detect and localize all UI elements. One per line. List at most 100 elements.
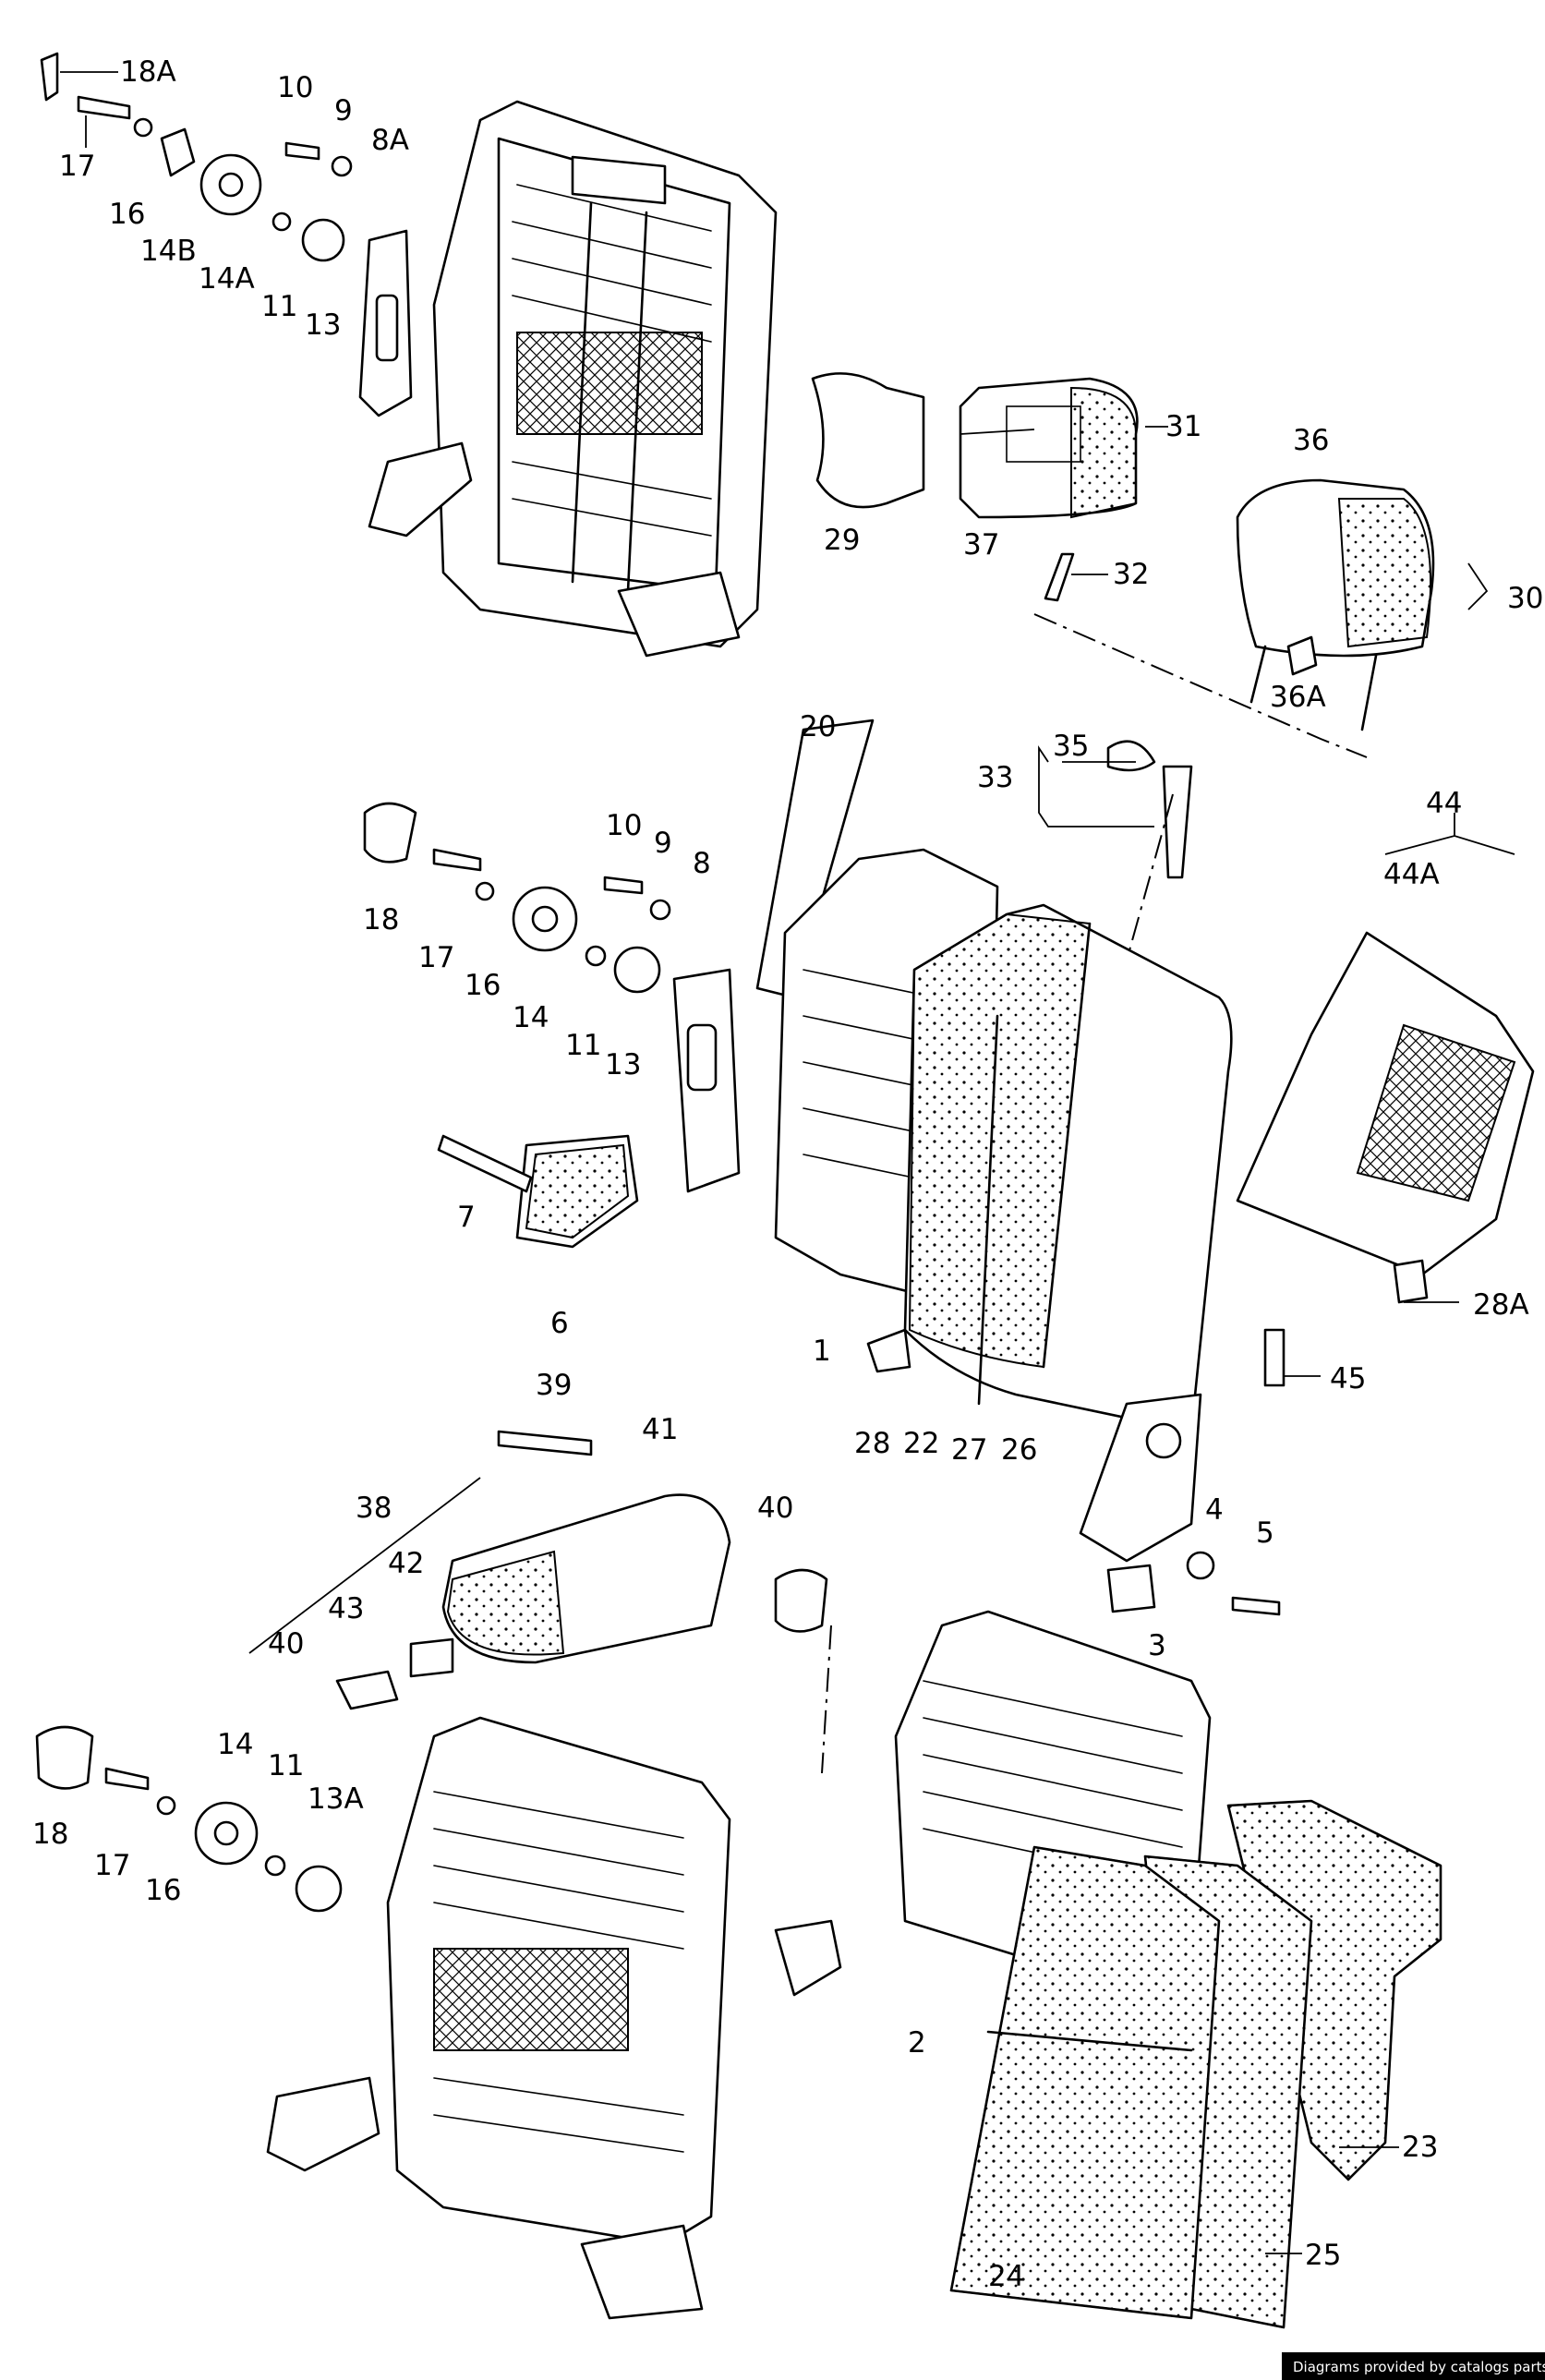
bushing-13-mid (613, 946, 661, 994)
bottom-left-frame (35, 1716, 731, 2320)
hinge-lower (1079, 1393, 1202, 1563)
guide-sleeve-33 (1162, 765, 1193, 879)
bolt-10-top (284, 141, 320, 161)
washer-11-bot (264, 1854, 286, 1877)
label-2: 2 (908, 2026, 926, 2060)
label-10-top: 10 (277, 71, 313, 104)
label-28a: 28A (1473, 1288, 1529, 1322)
bushing-13a (295, 1865, 343, 1913)
clip-28a (1393, 1259, 1429, 1304)
clip-36a (1286, 635, 1318, 676)
label-16-top: 16 (109, 198, 145, 231)
label-45: 45 (1330, 1362, 1366, 1395)
label-30: 30 (1507, 582, 1543, 615)
label-41: 41 (642, 1413, 678, 1446)
label-17-top: 17 (59, 150, 95, 183)
label-14b: 14B (140, 235, 197, 268)
guide-32 (1044, 552, 1075, 602)
label-10-mid: 10 (606, 809, 642, 842)
credit-badge: Diagrams provided by catalogs parts (1282, 2352, 1545, 2380)
washer-16-mid (475, 881, 495, 901)
bolt-17-top (77, 95, 131, 120)
label-36a: 36A (1270, 681, 1326, 714)
label-13-top: 13 (305, 308, 341, 342)
headrest-group (811, 372, 1435, 961)
nut-14b (160, 127, 196, 177)
part-labels: 18A 17 16 14B 14A 10 9 8A 11 13 31 29 37… (32, 55, 1543, 2293)
bolt-39 (497, 1430, 593, 1456)
bottom-right-frame (774, 1610, 1442, 2329)
label-13-mid: 13 (605, 1048, 641, 1081)
clip-28 (866, 1328, 911, 1373)
label-9-top: 9 (334, 94, 353, 127)
label-24: 24 (988, 2260, 1024, 2293)
label-13a: 13A (308, 1782, 364, 1816)
bushing-40 (774, 1568, 828, 1633)
label-26: 26 (1001, 1433, 1037, 1467)
label-8: 8 (693, 847, 711, 880)
label-36: 36 (1293, 424, 1329, 457)
label-31: 31 (1165, 410, 1201, 443)
nut-4 (1186, 1551, 1215, 1580)
label-44a: 44A (1383, 858, 1440, 891)
label-37: 37 (963, 528, 999, 562)
leader-lines (60, 71, 1515, 2254)
label-6: 6 (550, 1307, 569, 1340)
cap-18-bot (35, 1725, 94, 1790)
label-14a: 14A (199, 262, 255, 296)
clip-3 (1106, 1564, 1156, 1613)
credit-text: Diagrams provided by catalogs parts (1293, 2359, 1545, 2375)
label-18a-top: 18A (120, 55, 176, 89)
middle-seat-back (363, 719, 1535, 1616)
label-39: 39 (536, 1369, 572, 1402)
label-38: 38 (356, 1492, 392, 1525)
pin-7 (437, 1134, 533, 1193)
label-16-bot: 16 (145, 1874, 181, 1907)
label-11-bot: 11 (268, 1749, 304, 1782)
label-44: 44 (1426, 787, 1462, 820)
label-35: 35 (1053, 730, 1089, 763)
bolt-10-mid (603, 876, 644, 895)
label-28: 28 (854, 1427, 890, 1460)
label-29: 29 (824, 524, 860, 557)
label-32: 32 (1113, 558, 1149, 591)
label-9-mid: 9 (654, 827, 672, 860)
label-40-right: 40 (757, 1492, 793, 1525)
label-1: 1 (813, 1335, 831, 1368)
credit-background (1282, 2352, 1545, 2380)
label-5: 5 (1256, 1516, 1274, 1550)
armrest-group (248, 1430, 832, 1774)
top-seat-frame (368, 100, 778, 658)
spring-35 (1106, 740, 1156, 772)
label-3: 3 (1148, 1629, 1166, 1662)
bushing-13-top (301, 218, 345, 262)
washer-16-bot (156, 1795, 176, 1816)
label-40-left: 40 (268, 1627, 304, 1661)
label-14-mid: 14 (513, 1001, 549, 1034)
screw-45 (1263, 1328, 1285, 1387)
washer-16-top (133, 117, 153, 138)
label-43: 43 (328, 1592, 364, 1625)
label-22: 22 (903, 1427, 939, 1460)
label-17-mid: 17 (418, 941, 454, 974)
clip-18a-top (40, 52, 59, 102)
label-16-mid: 16 (465, 969, 501, 1002)
washer-9-mid (649, 899, 671, 921)
label-33: 33 (977, 761, 1013, 794)
screw-5 (1231, 1596, 1281, 1616)
label-7: 7 (457, 1201, 476, 1234)
washer-11-top (272, 211, 292, 232)
label-27: 27 (951, 1433, 987, 1467)
label-23: 23 (1402, 2131, 1438, 2164)
top-hardware-group (40, 52, 413, 417)
headrest-insert-29 (811, 372, 925, 509)
washer-9-top (331, 155, 353, 177)
label-20: 20 (800, 710, 836, 743)
label-25: 25 (1305, 2239, 1341, 2272)
label-11-top: 11 (261, 290, 297, 323)
cap-18-mid (363, 802, 417, 864)
washer-11-mid (585, 945, 607, 967)
label-18-mid: 18 (363, 903, 399, 936)
part-42 (409, 1637, 454, 1678)
